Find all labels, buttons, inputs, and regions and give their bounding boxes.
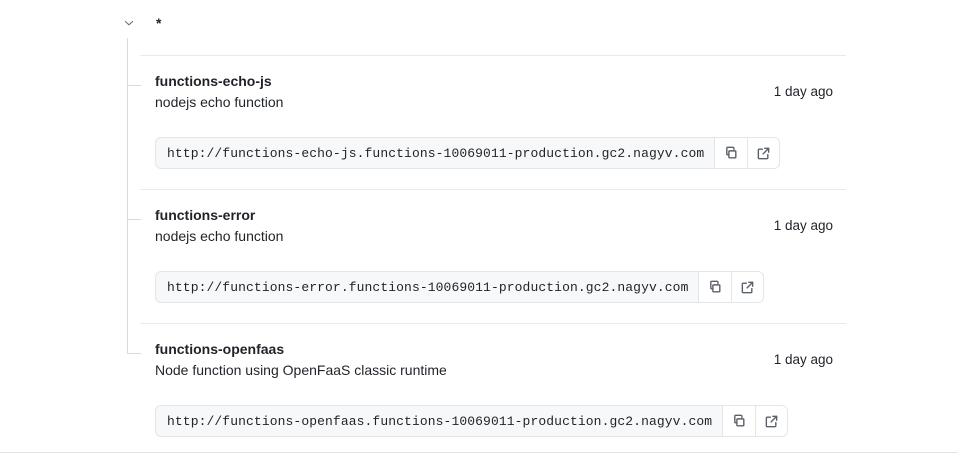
external-link-icon [740,280,755,295]
deployment-summary: functions-openfaas Node function using O… [140,339,846,383]
group-label: * [156,15,162,31]
tree-stub-1 [127,85,141,86]
deployment-url-text[interactable]: http://functions-openfaas.functions-1006… [155,405,723,437]
copy-icon [724,146,739,161]
deployment-timestamp: 1 day ago [773,352,833,367]
tree-trunk-line [127,38,128,353]
deployment-name[interactable]: functions-error [155,207,256,223]
deployment-item: functions-error nodejs echo function 1 d… [140,205,846,303]
deployment-url-text[interactable]: http://functions-echo-js.functions-10069… [155,137,715,169]
tree-stub-2 [127,219,141,220]
group-header: * [120,8,161,38]
chevron-down-icon[interactable] [120,14,138,32]
deployment-summary: functions-error nodejs echo function 1 d… [140,205,846,249]
deployment-item: functions-openfaas Node function using O… [140,339,846,437]
deployment-item: functions-echo-js nodejs echo function 1… [140,71,846,169]
open-url-button[interactable] [731,271,765,303]
copy-icon [732,414,747,429]
tree-stub-3 [127,353,141,354]
deployment-name[interactable]: functions-echo-js [155,73,272,89]
external-link-icon [756,146,771,161]
deployment-url-row: http://functions-echo-js.functions-10069… [155,137,781,169]
open-url-button[interactable] [747,137,781,169]
copy-url-button[interactable] [722,405,756,437]
deployment-summary: functions-echo-js nodejs echo function 1… [140,71,846,115]
row-separator [140,55,846,56]
deployment-timestamp: 1 day ago [773,218,833,233]
deployment-url-row: http://functions-error.functions-1006901… [155,271,765,303]
deployment-description: nodejs echo function [155,94,284,110]
copy-url-button[interactable] [714,137,748,169]
deployment-description: Node function using OpenFaaS classic run… [155,362,447,378]
row-separator [140,323,846,324]
copy-url-button[interactable] [698,271,732,303]
deployment-description: nodejs echo function [155,228,284,244]
deployment-url-row: http://functions-openfaas.functions-1006… [155,405,789,437]
deployment-name[interactable]: functions-openfaas [155,341,285,357]
copy-icon [708,280,723,295]
row-separator [140,189,846,190]
external-link-icon [764,414,779,429]
deployment-url-text[interactable]: http://functions-error.functions-1006901… [155,271,699,303]
deployment-timestamp: 1 day ago [773,84,833,99]
panel-bottom-separator [0,452,958,453]
open-url-button[interactable] [755,405,789,437]
